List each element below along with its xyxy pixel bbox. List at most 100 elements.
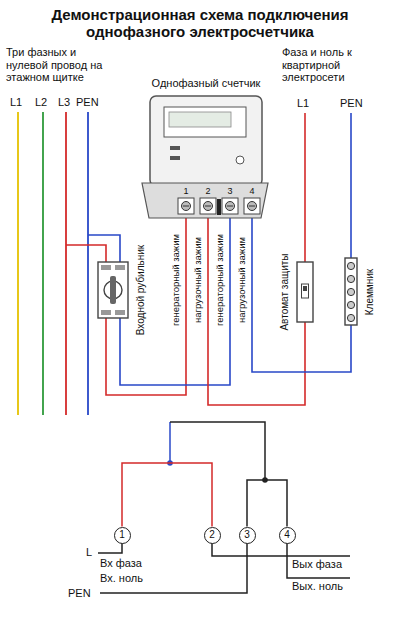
circuit-breaker [297,262,313,322]
clamp-screw [347,314,354,321]
schematic-wire [169,422,171,463]
clamp-screw [347,275,354,282]
terminal-number: 3 [244,530,250,540]
circuit-label: L [86,546,92,559]
clamp-strip [345,258,357,325]
node-title: Однофазный счетчик [142,77,270,90]
meter-body [150,96,262,186]
wire-label: PEN [340,97,363,110]
terminal-screw [244,198,260,214]
terminal-screw [182,202,191,211]
wire [66,245,106,262]
heading-note: Три фазных и нулевой провод на этажном щ… [6,46,114,84]
schematic-wire [170,422,265,480]
wire-label: L2 [35,96,47,109]
wire-label: L1 [297,97,309,110]
meter-body [164,107,246,137]
bus-wire [87,112,89,415]
terminal-screw [178,198,194,214]
terminal-label: генераторный зажим [215,234,226,326]
meter-title: Однофазный счетчик [140,76,272,91]
terminal-number: 4 [249,186,254,196]
input-switch [110,276,116,304]
wire [304,113,306,262]
meter-body [236,156,244,164]
terminal-number: 4 [284,530,290,540]
terminal-screw [249,206,255,207]
wire [350,113,352,258]
terminal-circle: 4 [279,527,296,544]
input-switch [101,265,111,270]
input-switch [98,262,128,318]
input-switch [115,265,125,270]
terminal-screw [178,198,260,214]
input-switch [101,310,111,315]
schematic-wire [287,543,350,578]
bus-wire [18,112,88,415]
circuit-breaker [297,262,313,322]
wire-label: PEN [76,96,99,109]
terminal-block [217,199,221,215]
meter-body [150,96,262,186]
terminal-label: нагрузочный зажим [237,237,248,323]
circuit-label: Вых. ноль [292,580,343,593]
terminal-number: 3 [227,186,232,196]
circuit-label: Вх. ноль [100,572,143,585]
terminal-screw [226,202,235,211]
clamp-screw [347,262,354,269]
circuit-breaker [302,284,309,298]
bus-wire [65,112,67,415]
circuit-connector [122,463,212,527]
diagram-title: Демонстрационная схема подключения одноф… [20,6,380,41]
terminal-number: 1 [119,530,125,540]
input-switch [98,262,128,318]
terminal-screw [248,202,257,211]
wire [252,214,351,372]
circuit-connector [247,480,287,527]
wire-label: L3 [58,96,70,109]
bus-wire [42,112,44,415]
terminal-screw [200,198,216,214]
terminal-label: генераторный зажим [171,234,182,326]
wire [208,214,305,405]
terminal-screw [183,206,189,207]
terminal-screw [205,206,211,207]
wire [88,235,120,262]
schematic-wire [212,543,350,556]
meter-body [169,112,231,127]
terminal-screw [204,202,213,211]
clamp-screw [347,262,354,321]
device-label: Автомат защиты [279,253,291,330]
terminal-block [142,183,268,218]
terminal-circle: 1 [114,527,131,544]
device-label: Клеммник [364,269,376,315]
terminal-screw [222,198,238,214]
terminal-number: 1 [183,186,188,196]
schematic-wire [98,543,122,553]
meter-body [170,156,180,160]
schematic-wire [100,543,247,593]
terminal-circle: 2 [204,527,221,544]
clamp-screw [347,301,354,308]
circuit-breaker [303,286,307,291]
bus-wire [17,112,19,415]
heading-note: Фаза и ноль к квартирной электросети [282,46,396,84]
terminal-number: 2 [209,530,215,540]
circuit-label: Вх фаза [100,557,142,570]
terminal-number: 2 [205,186,210,196]
circuit-label: PEN [68,587,91,600]
input-switch [115,310,125,315]
circuit-label: Вых фаза [292,558,342,571]
schematic-wire [98,422,350,593]
clamp-screw [347,288,354,295]
terminal-screw [227,206,233,207]
clamp-strip [345,258,357,325]
terminal-label: нагрузочный зажим [193,237,204,323]
terminal-circle: 3 [239,527,256,544]
device-label: Входной рубильник [135,245,147,335]
terminal-block [142,183,268,218]
meter-body [170,146,180,150]
wire [120,214,230,385]
wire-label: L1 [10,96,22,109]
